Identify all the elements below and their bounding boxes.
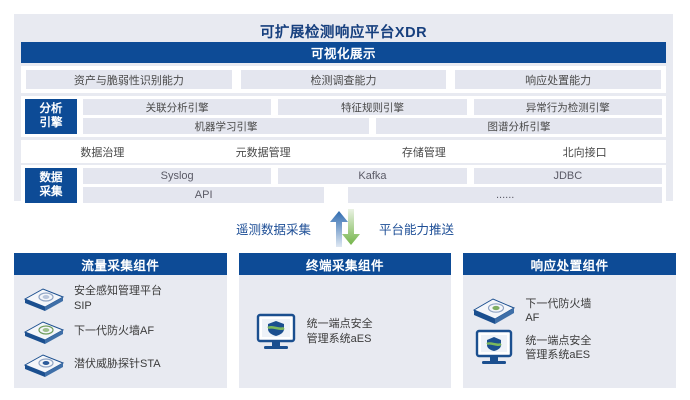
- governance-row: 数据治理 元数据管理 存储管理 北向接口: [21, 140, 666, 163]
- collection-chip: JDBC: [473, 168, 662, 184]
- endpoint-monitor-icon: [476, 329, 513, 364]
- card-title: 终端采集组件: [238, 253, 452, 275]
- capability-chip: 检测调查能力: [240, 70, 447, 89]
- telemetry-collection-label: 遥测数据采集: [235, 222, 311, 237]
- card-title: 流量采集组件: [14, 253, 227, 275]
- arrow-up-icon: [330, 211, 348, 247]
- engine-chip: 图谱分析引擎: [376, 118, 662, 134]
- list-item-label: 安全感知管理平台 SIP: [74, 285, 162, 312]
- collection-chip: Kafka: [278, 168, 467, 184]
- bidirectional-arrows: [325, 209, 365, 247]
- list-item: 下一代防火墙 AF: [471, 296, 668, 326]
- list-item: 下一代防火墙AF: [22, 317, 219, 347]
- list-item-label: 潜伏威胁探针STA: [74, 358, 161, 371]
- flow-indicator: 遥测数据采集: [0, 207, 690, 249]
- analysis-engine-tag-line2: 引擎: [39, 116, 63, 129]
- governance-chip: 数据治理: [26, 143, 179, 160]
- capability-row: 资产与脆弱性识别能力 检测调查能力 响应处置能力: [21, 66, 666, 93]
- card-body: 下一代防火墙 AF 统一端点安全 管理系统aES: [463, 275, 676, 388]
- platform-panel: 可扩展检测响应平台XDR 可视化展示 资产与脆弱性识别能力 检测调查能力 响应处…: [14, 14, 673, 206]
- chip-gap: [331, 187, 341, 203]
- list-item-label: 下一代防火墙AF: [74, 325, 155, 338]
- appliance-device-icon: [23, 320, 65, 344]
- card-title: 响应处置组件: [463, 253, 677, 275]
- list-item: 统一端点安全 管理系统aES: [471, 329, 668, 367]
- arrow-down-icon: [342, 209, 360, 245]
- engine-chip: 机器学习引擎: [83, 118, 369, 134]
- list-item-label: 统一端点安全 管理系统aES: [525, 334, 592, 361]
- card-response-disposal: 响应处置组件 下一代防火墙 AF: [463, 253, 677, 388]
- analysis-engine-tag-line1: 分析: [39, 103, 63, 116]
- card-body: 统一端点安全 管理系统aES: [239, 275, 452, 388]
- visualization-bar: 可视化展示: [21, 42, 666, 63]
- data-collection-tag: 数据 采集: [25, 168, 77, 203]
- component-cards: 流量采集组件 安全感知管理平台 SIP: [14, 253, 677, 388]
- endpoint-monitor-icon: [256, 313, 295, 349]
- capability-push-label: 平台能力推送: [379, 222, 455, 237]
- governance-chip: 存储管理: [347, 143, 501, 160]
- collection-chip: API: [83, 187, 325, 203]
- capability-chip: 资产与脆弱性识别能力: [26, 70, 232, 89]
- engine-chip: 关联分析引擎: [83, 99, 272, 115]
- list-item-label: 下一代防火墙 AF: [525, 297, 592, 324]
- data-collection-row-2: API ......: [83, 187, 662, 203]
- appliance-device-icon: [23, 353, 65, 377]
- analysis-engine-tag: 分析 引擎: [25, 99, 77, 134]
- governance-chip: 元数据管理: [186, 143, 340, 160]
- analysis-engine-row-1: 关联分析引擎 特征规则引擎 异常行为检测引擎: [83, 99, 662, 115]
- card-traffic-collection: 流量采集组件 安全感知管理平台 SIP: [14, 253, 227, 388]
- data-collection-row: 数据 采集 Syslog Kafka JDBC API ......: [21, 165, 666, 206]
- list-item-label: 统一端点安全 管理系统aES: [306, 318, 373, 345]
- engine-chip: 特征规则引擎: [278, 99, 467, 115]
- data-collection-tag-line2: 采集: [39, 185, 63, 198]
- analysis-engine-chips: 关联分析引擎 特征规则引擎 异常行为检测引擎 机器学习引擎 图谱分析引擎: [83, 99, 662, 134]
- appliance-device-icon: [473, 298, 516, 324]
- analysis-engine-row: 分析 引擎 关联分析引擎 特征规则引擎 异常行为检测引擎 机器学习引擎 图谱分析…: [21, 96, 666, 137]
- capability-chip: 响应处置能力: [455, 70, 662, 89]
- appliance-device-icon: [23, 287, 65, 311]
- list-item: 潜伏威胁探针STA: [22, 350, 219, 380]
- list-item: 安全感知管理平台 SIP: [22, 284, 219, 314]
- collection-chip: Syslog: [83, 168, 272, 184]
- list-item: 统一端点安全 管理系统aES: [247, 312, 444, 352]
- data-collection-chips: Syslog Kafka JDBC API ......: [83, 168, 662, 203]
- card-body: 安全感知管理平台 SIP 下一代防火墙AF: [14, 275, 227, 388]
- page-title: 可扩展检测响应平台XDR: [259, 24, 428, 41]
- data-collection-row-1: Syslog Kafka JDBC: [83, 168, 662, 184]
- card-endpoint-collection: 终端采集组件 统一端点安全 管理系统aES: [238, 253, 452, 388]
- analysis-engine-row-2: 机器学习引擎 图谱分析引擎: [83, 118, 662, 134]
- governance-chip: 北向接口: [508, 143, 661, 160]
- data-collection-tag-line1: 数据: [39, 172, 63, 185]
- collection-chip: ......: [348, 187, 662, 203]
- arrows-svg: [330, 209, 360, 247]
- engine-chip: 异常行为检测引擎: [473, 99, 662, 115]
